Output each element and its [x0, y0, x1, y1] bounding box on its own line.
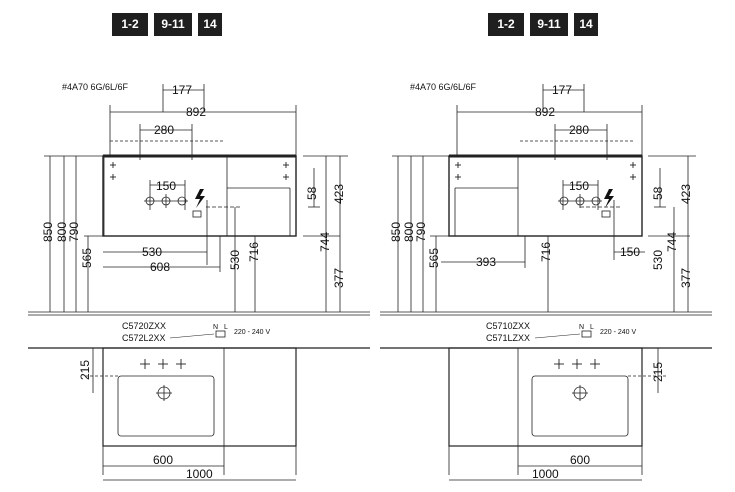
badge-right-9-11[interactable]: 9-11 — [530, 13, 568, 36]
dim-177-right: 177 — [552, 83, 573, 97]
dim-1000-left: 1000 — [186, 467, 213, 481]
dim-565-left: 565 — [80, 247, 94, 268]
power-l-right: L — [590, 324, 594, 331]
dim-790-right: 790 — [414, 221, 428, 242]
power-l-left: L — [224, 324, 228, 331]
badge-right-1-2[interactable]: 1-2 — [488, 13, 524, 36]
dim-215-left: 215 — [78, 359, 92, 380]
dim-423-right: 423 — [679, 183, 693, 204]
voltage-right: 220 - 240 V — [600, 329, 637, 336]
dim-1000-right: 1000 — [532, 467, 559, 481]
dim-892-left: 892 — [186, 105, 207, 119]
dim-150-left: 150 — [156, 179, 177, 193]
model-right-1: C5710ZXX — [486, 321, 531, 331]
dim-744-left: 744 — [318, 231, 332, 252]
dim-850-right: 850 — [389, 221, 403, 242]
power-n-right: N — [579, 324, 585, 331]
model-left-1: C5720ZXX — [122, 321, 167, 331]
dim-58-left: 58 — [305, 186, 319, 200]
dim-600-right: 600 — [570, 453, 591, 467]
model-left-2: C572L2XX — [122, 333, 166, 343]
model-code-left: #4A70 6G/6L/6F — [62, 82, 129, 92]
power-n-left: N — [213, 324, 219, 331]
dim-565-right: 565 — [427, 247, 441, 268]
dim-850-left: 850 — [41, 221, 55, 242]
dim-530h-left: 530 — [142, 245, 163, 259]
dim-716-left: 716 — [247, 241, 261, 262]
lightning-icon — [195, 189, 205, 208]
dim-150a-right: 150 — [569, 179, 590, 193]
dim-892-right: 892 — [535, 105, 556, 119]
badge-left-14[interactable]: 14 — [198, 13, 222, 36]
dim-58-right: 58 — [651, 186, 665, 200]
dim-423-left: 423 — [332, 183, 346, 204]
voltage-left: 220 - 240 V — [234, 329, 271, 336]
dim-393-right: 393 — [476, 255, 497, 269]
dim-377-right: 377 — [679, 267, 693, 288]
model-right-2: C571LZXX — [486, 333, 531, 343]
dim-530v-right: 530 — [651, 249, 665, 270]
dim-744-right: 744 — [665, 231, 679, 252]
dim-790-left: 790 — [67, 221, 81, 242]
dim-150b-right: 150 — [620, 245, 641, 259]
dim-608-left: 608 — [150, 260, 171, 274]
dim-177-left: 177 — [172, 83, 193, 97]
dim-215-right: 215 — [651, 361, 665, 382]
badge-left-1-2[interactable]: 1-2 — [112, 13, 148, 36]
dim-600-left: 600 — [153, 453, 174, 467]
dim-530v-left: 530 — [228, 249, 242, 270]
dim-716-right: 716 — [539, 241, 553, 262]
dim-280-left: 280 — [154, 123, 175, 137]
model-code-right: #4A70 6G/6L/6F — [410, 82, 477, 92]
dim-280-right: 280 — [569, 123, 590, 137]
badge-right-14[interactable]: 14 — [574, 13, 598, 36]
lightning-icon — [604, 189, 614, 208]
dim-377-left: 377 — [332, 267, 346, 288]
badge-left-9-11[interactable]: 9-11 — [154, 13, 192, 36]
